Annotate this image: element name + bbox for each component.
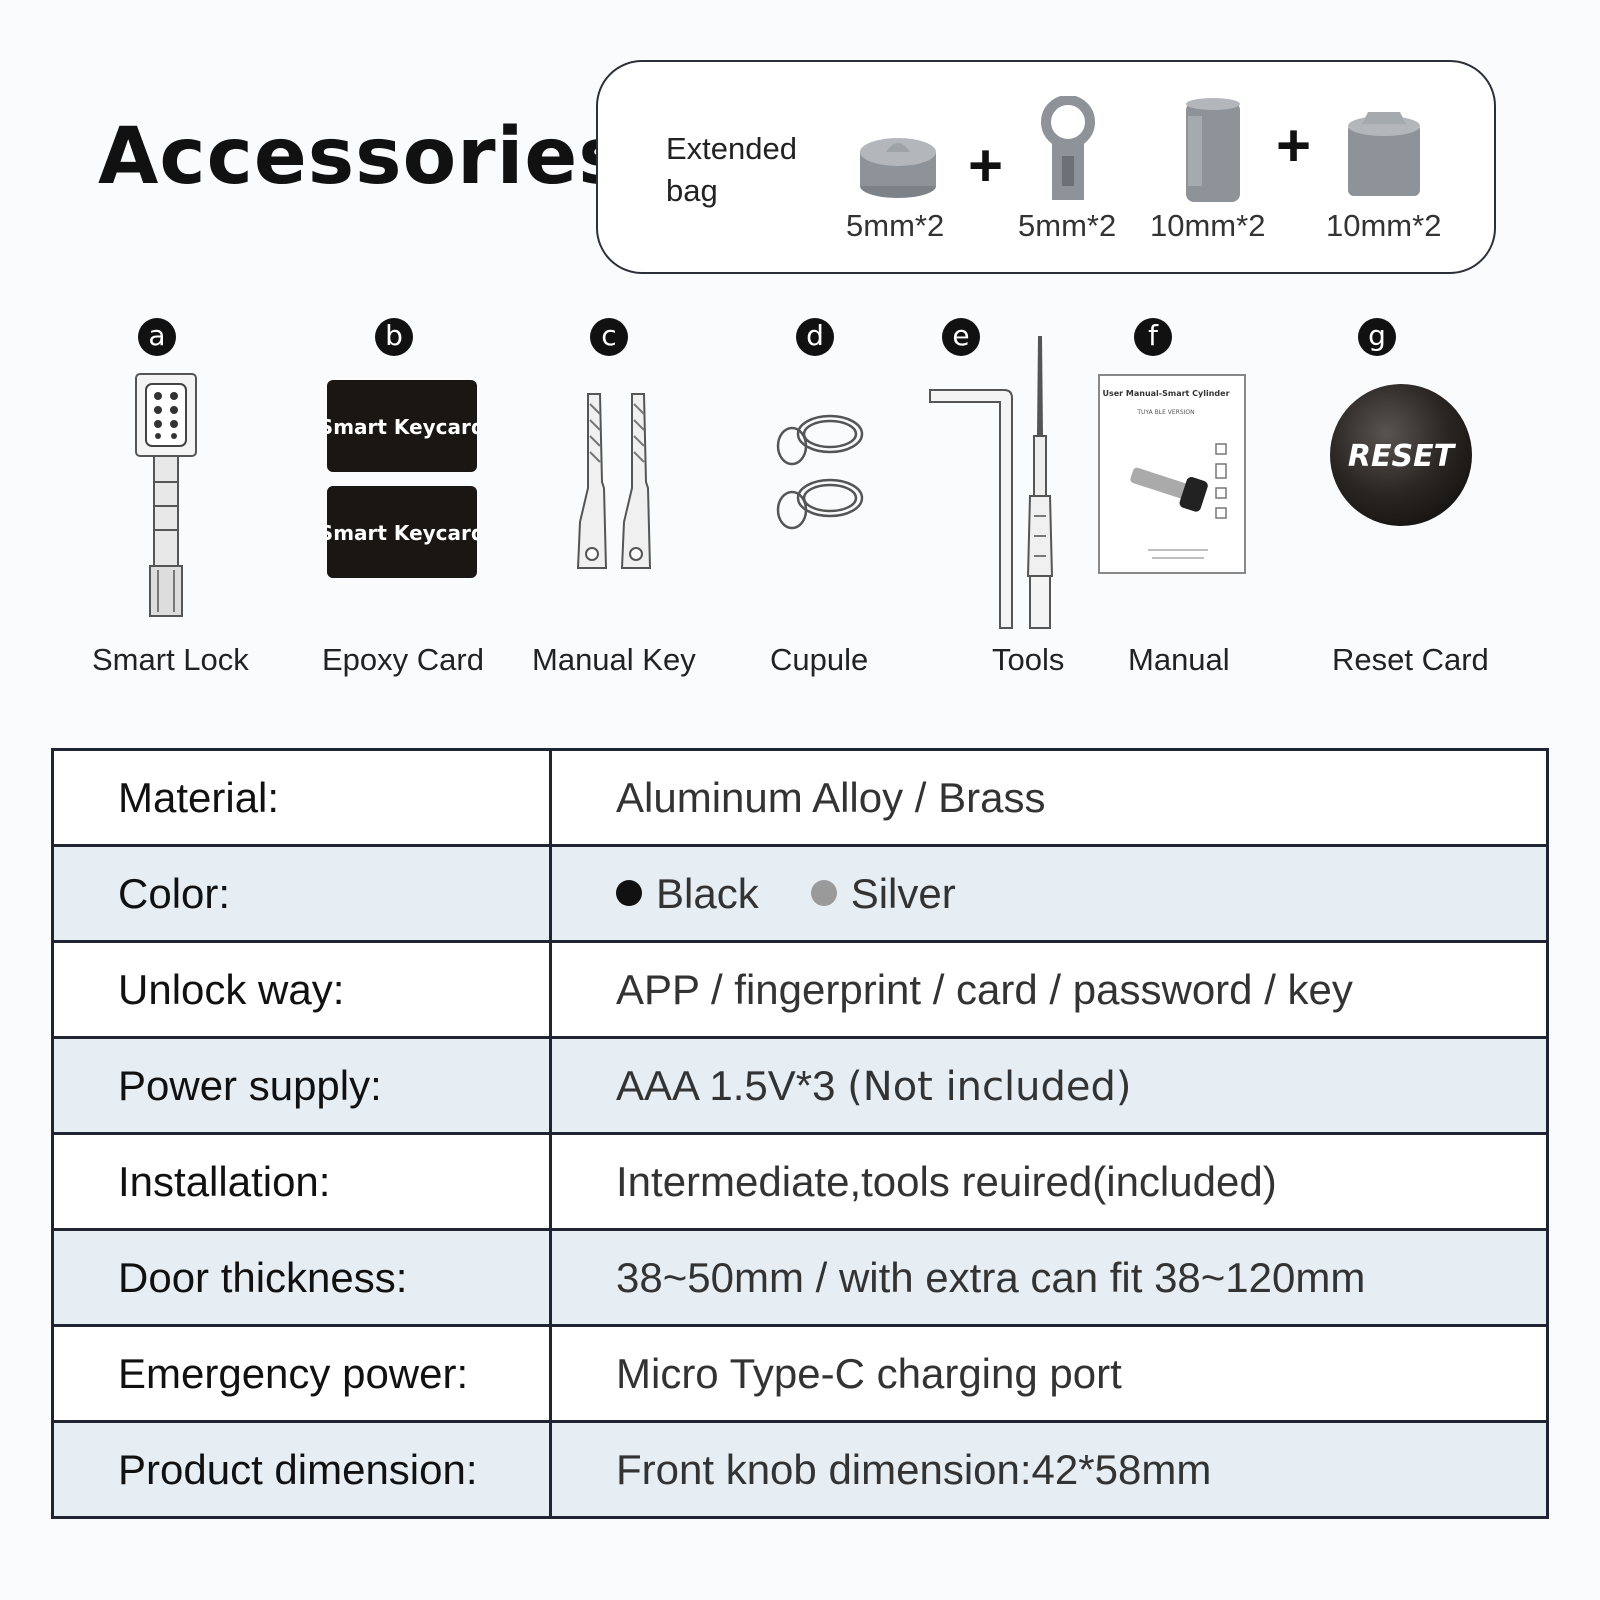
- plus-sign: +: [1276, 112, 1312, 179]
- spec-value: Intermediate,tools reuired(included): [550, 1133, 1548, 1231]
- color-option-silver: Silver: [810, 869, 956, 917]
- table-row: Unlock way: APP / fingerprint / card / p…: [52, 941, 1548, 1039]
- spec-value: APP / fingerprint / card / password / ke…: [550, 941, 1548, 1039]
- card-text: Smart Keycard: [326, 415, 478, 439]
- part-size: 5mm*2: [1018, 208, 1117, 243]
- table-row: Door thickness: 38~50mm / with extra can…: [52, 1229, 1548, 1327]
- table-row: Product dimension: Front knob dimension:…: [52, 1421, 1548, 1518]
- part-size: 5mm*2: [846, 208, 945, 243]
- item-name: Manual Key: [532, 642, 696, 677]
- card-text: Smart Keycard: [326, 521, 478, 545]
- item-letter: b: [375, 318, 413, 356]
- table-row: Color: Black Silver: [52, 845, 1548, 943]
- table-row: Power supply: AAA 1.5V*3 (Not included): [52, 1037, 1548, 1135]
- item-name: Cupule: [770, 642, 869, 677]
- spec-key: Installation:: [52, 1133, 552, 1231]
- spec-value: 38~50mm / with extra can fit 38~120mm: [550, 1229, 1548, 1327]
- accessory-manual: f User Manual-Smart Cylinder TUYA BLE VE…: [1098, 318, 1288, 688]
- accessory-cupule: d Cupule: [750, 318, 940, 688]
- plus-sign: +: [968, 132, 1004, 199]
- item-letter: f: [1134, 318, 1172, 356]
- cap-adapter-icon: [1348, 112, 1420, 196]
- sleeve-adapter-icon: [1186, 98, 1240, 202]
- spec-value: Micro Type-C charging port: [550, 1325, 1548, 1423]
- spec-key: Color:: [52, 845, 552, 943]
- manual-cover-subtitle: TUYA BLE VERSION: [1136, 409, 1194, 416]
- spec-value-colors: Black Silver: [550, 845, 1548, 943]
- item-name: Reset Card: [1332, 642, 1489, 677]
- item-name: Smart Lock: [92, 642, 249, 677]
- accessory-smart-lock: a Smart Lock: [76, 318, 266, 688]
- cupule-icon: [776, 414, 864, 530]
- spec-key: Unlock way:: [52, 941, 552, 1039]
- extended-bag-label: Extended bag: [666, 131, 797, 208]
- color-name: Silver: [850, 869, 956, 917]
- ring-adapter-icon: [1041, 96, 1095, 200]
- accessory-manual-key: c Manual Key: [528, 318, 718, 688]
- spec-key: Door thickness:: [52, 1229, 552, 1327]
- color-name: Black: [656, 869, 759, 917]
- manual-key-icon: [576, 393, 652, 569]
- item-letter: d: [796, 318, 834, 356]
- spec-value: Aluminum Alloy / Brass: [550, 749, 1548, 847]
- item-letter: a: [138, 318, 176, 356]
- spec-key: Power supply:: [52, 1037, 552, 1135]
- spec-key: Product dimension:: [52, 1421, 552, 1518]
- black-dot-icon: [616, 880, 642, 907]
- part-size: 10mm*2: [1150, 208, 1266, 243]
- item-name: Epoxy Card: [322, 642, 484, 677]
- spec-key: Material:: [52, 749, 552, 847]
- silver-dot-icon: [810, 880, 837, 907]
- table-row: Emergency power: Micro Type-C charging p…: [52, 1325, 1548, 1423]
- reset-text: RESET: [1348, 439, 1457, 474]
- spec-table: Material: Aluminum Alloy / Brass Color: …: [51, 748, 1549, 1519]
- table-row: Material: Aluminum Alloy / Brass: [52, 749, 1548, 847]
- manual-cover-title: User Manual-Smart Cylinder: [1102, 389, 1229, 398]
- reset-card-icon: RESET: [1330, 384, 1472, 526]
- table-row: Installation: Intermediate,tools reuired…: [52, 1133, 1548, 1231]
- extended-bag-panel: Extended bag + + 5mm*2 5mm*2 10mm*2 10mm…: [596, 60, 1496, 274]
- spec-value: AAA 1.5V*3 (Not included): [550, 1037, 1548, 1135]
- item-name: Tools: [992, 642, 1065, 677]
- color-option-black: Black: [616, 870, 759, 917]
- spec-value-note: (Not included): [847, 1063, 1132, 1110]
- manual-icon: User Manual-Smart Cylinder TUYA BLE VERS…: [1098, 374, 1246, 574]
- item-name: Manual: [1128, 642, 1230, 677]
- accessory-epoxy-card: b Smart Keycard Smart Keycard Epoxy Card: [318, 318, 508, 688]
- part-size: 10mm*2: [1326, 208, 1442, 243]
- knob-adapter-icon: [860, 138, 936, 198]
- page-title: Accessories: [98, 112, 626, 202]
- keycard-icon: Smart Keycard Smart Keycard: [326, 380, 478, 578]
- tools-icon: [929, 336, 1054, 629]
- item-letter: c: [590, 318, 628, 356]
- item-letter: e: [942, 318, 980, 356]
- accessory-reset-card: g RESET Reset Card: [1312, 318, 1502, 688]
- accessory-tools: e Tools: [920, 318, 1110, 688]
- item-letter: g: [1358, 318, 1396, 356]
- spec-key: Emergency power:: [52, 1325, 552, 1423]
- spec-value: Front knob dimension:42*58mm: [550, 1421, 1548, 1518]
- smart-lock-icon: [135, 373, 197, 617]
- spec-value-main: AAA 1.5V*3: [616, 1061, 836, 1109]
